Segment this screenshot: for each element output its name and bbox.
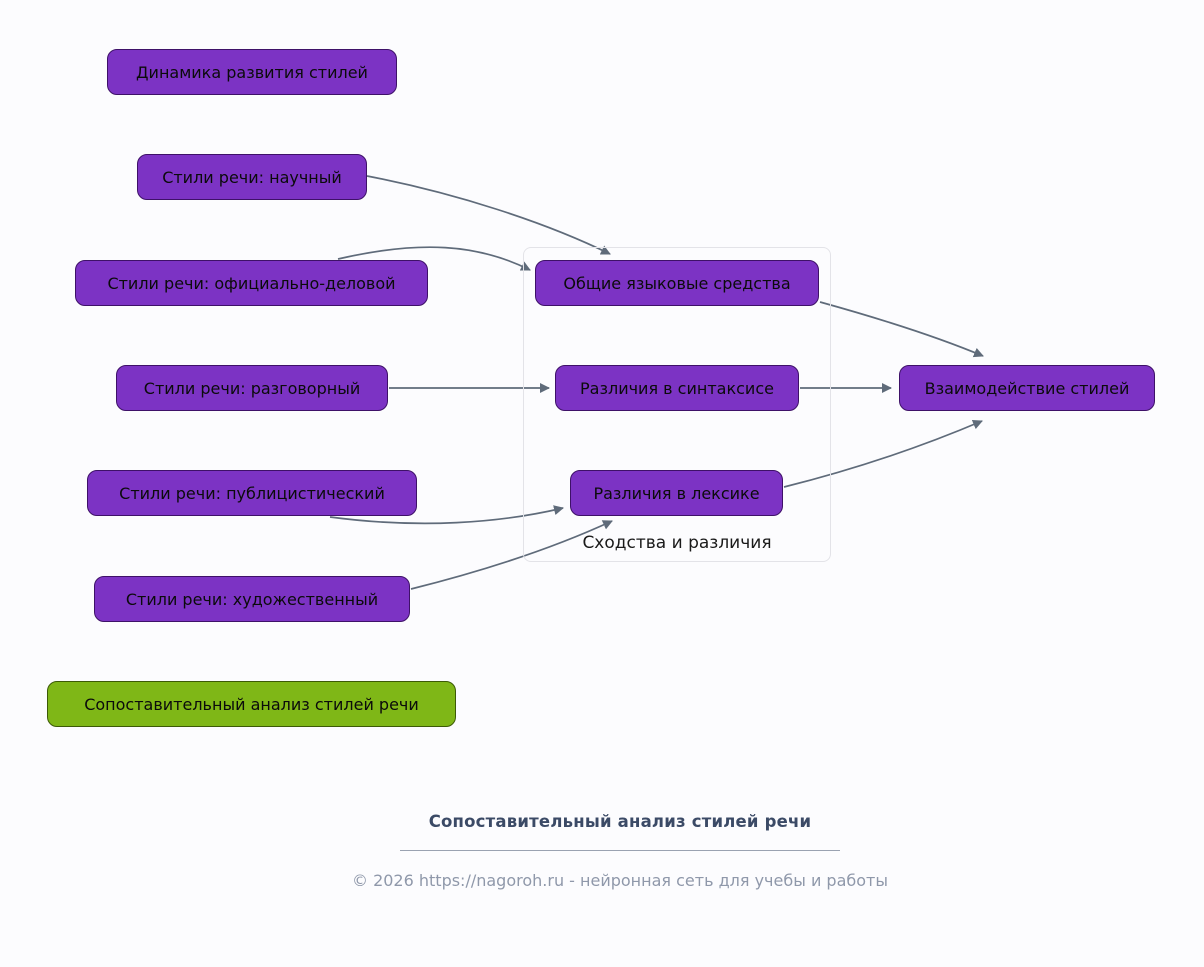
node-dynamics: Динамика развития стилей xyxy=(107,49,397,95)
footer-copyright: © 2026 https://nagoroh.ru - нейронная се… xyxy=(351,871,888,890)
footer-divider xyxy=(400,850,840,851)
node-scientific: Стили речи: научный xyxy=(137,154,367,200)
edge-scientific-to-common xyxy=(366,175,611,255)
cluster-similarities-differences: Сходства и различия xyxy=(523,247,831,562)
node-artistic: Стили речи: художественный xyxy=(94,576,410,622)
node-colloquial: Стили речи: разговорный xyxy=(116,365,388,411)
footer-title: Сопоставительный анализ стилей речи xyxy=(428,812,812,831)
edge-common-to-interaction xyxy=(819,301,984,358)
node-analysis: Сопоставительный анализ стилей речи xyxy=(47,681,456,727)
node-lexis: Различия в лексике xyxy=(570,470,783,516)
node-syntax: Различия в синтаксисе xyxy=(555,365,799,411)
cluster-label: Сходства и различия xyxy=(582,533,772,553)
node-interaction: Взаимодействие стилей xyxy=(899,365,1155,411)
node-publicistic: Стили речи: публицистический xyxy=(87,470,417,516)
node-official: Стили речи: официально-деловой xyxy=(75,260,428,306)
node-common: Общие языковые средства xyxy=(535,260,819,306)
